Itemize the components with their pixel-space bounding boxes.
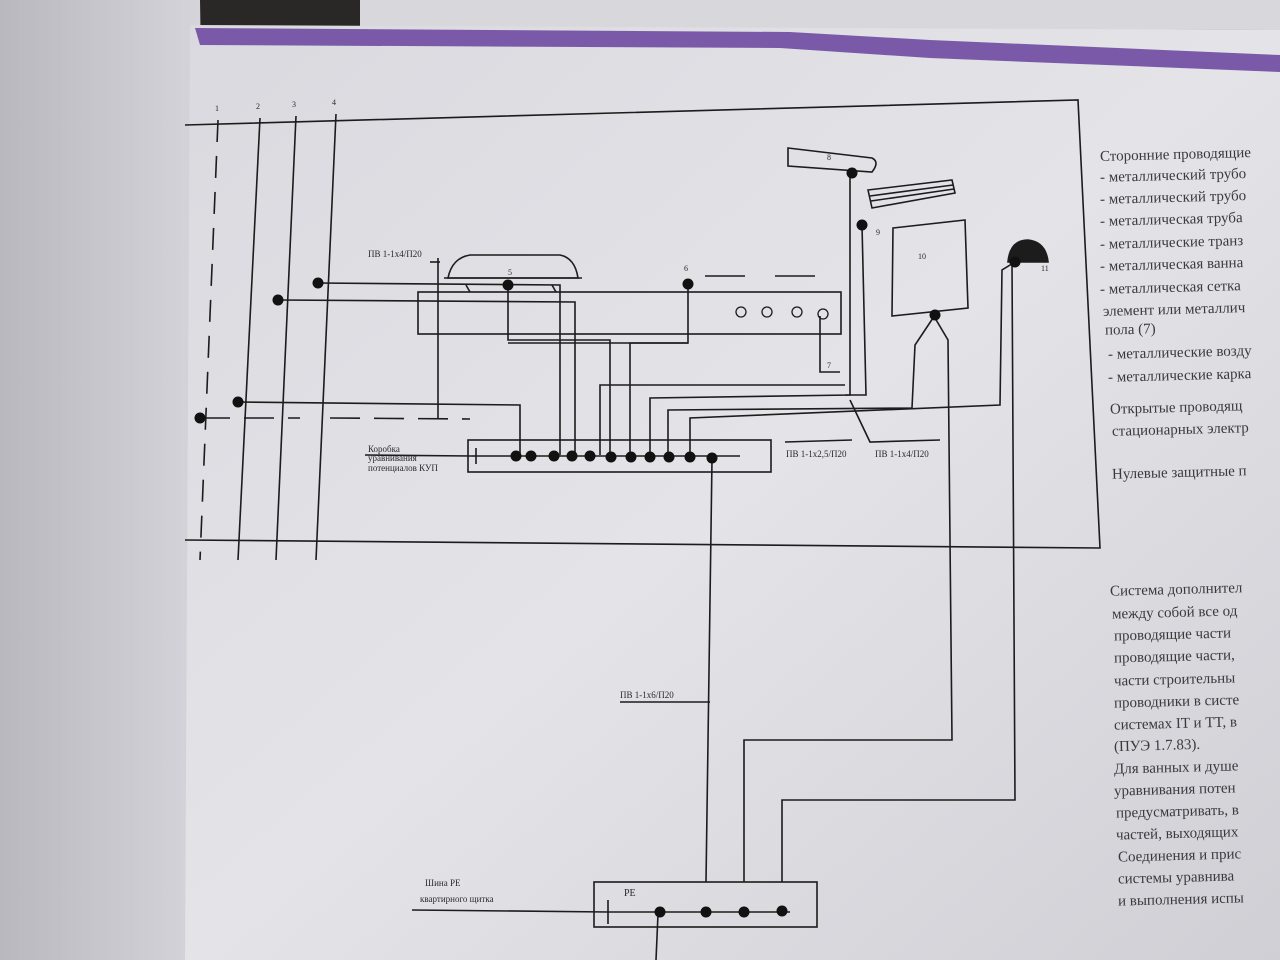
cable-label-top: ПВ 1-1х4/П20 <box>368 249 422 259</box>
wire-7b <box>599 384 845 455</box>
kup-terminal <box>605 451 617 463</box>
bus-number-4: 4 <box>332 98 336 107</box>
kup-terminal <box>706 452 718 464</box>
pe-terminal <box>776 905 788 917</box>
dot-10 <box>929 309 941 321</box>
bus-number-3: 3 <box>292 100 296 109</box>
dot-bus2 <box>232 396 244 408</box>
kup-terminal <box>663 451 675 463</box>
cable-label-25: ПВ 1-1х2,5/П20 <box>786 449 847 459</box>
pe-box <box>593 881 818 928</box>
wire-9 <box>845 224 867 396</box>
dot-6 <box>682 278 694 290</box>
kup-terminal <box>566 450 578 462</box>
bath-foot <box>465 284 471 293</box>
item-number-9: 9 <box>876 228 880 237</box>
pe-bus-label-line2: квартирного щитка <box>420 894 494 904</box>
top-document <box>360 0 1280 30</box>
dot-bus3 <box>272 294 284 306</box>
kup-terminal <box>548 450 560 462</box>
wire-bus4 <box>317 282 561 455</box>
radiator-9 <box>867 179 956 209</box>
kup-terminal <box>584 450 596 462</box>
kup-terminal <box>510 450 522 462</box>
dot-bus4 <box>312 277 324 289</box>
radiator-fin <box>870 188 955 202</box>
frame <box>184 99 1101 549</box>
kup-terminal <box>684 451 696 463</box>
diagram-lines <box>184 99 1101 960</box>
kup-leader <box>364 454 473 457</box>
wire-11-pe <box>781 263 1016 882</box>
wire-10-pe <box>743 317 953 882</box>
wire-11 <box>689 261 1016 455</box>
purple-band <box>195 28 1280 72</box>
box-10 <box>891 219 969 317</box>
shelf-holes <box>735 306 829 320</box>
hole <box>735 306 747 318</box>
dot-11 <box>1009 256 1021 268</box>
wire-bath <box>507 285 611 455</box>
kup-label-line2: уравнивания <box>368 453 417 463</box>
wire-bus1b <box>329 417 471 420</box>
shower-11 <box>1007 239 1049 263</box>
pe-terminal <box>700 906 712 918</box>
wire-8 <box>649 173 851 455</box>
wire-bus2 <box>237 401 521 455</box>
kup-terminal <box>625 451 637 463</box>
bus-1 <box>199 119 219 561</box>
kup-label-line3: потенциалов КУП <box>368 463 438 473</box>
pe-terminal <box>738 906 750 918</box>
cable-label-4-right: ПВ 1-1х4/П20 <box>875 449 929 459</box>
pe-box-label: PE <box>624 888 636 899</box>
dot-5 <box>502 279 514 291</box>
dot-9 <box>856 219 868 231</box>
hole <box>761 306 773 318</box>
radiator-fin <box>869 184 954 197</box>
item-number-5: 5 <box>508 268 512 277</box>
bus-3 <box>275 115 297 561</box>
item-number-11: 11 <box>1041 264 1049 273</box>
item-number-7: 7 <box>827 361 831 370</box>
kup-label-line1: Коробка <box>368 444 400 454</box>
bath-foot <box>551 284 557 293</box>
dot-8 <box>846 167 858 179</box>
hole <box>791 306 803 318</box>
connection-dots <box>194 167 1021 918</box>
diagram-sheet <box>185 25 1280 960</box>
pe-down <box>655 913 659 960</box>
wire-7 <box>819 316 840 373</box>
item-number-6: 6 <box>684 264 688 273</box>
item-number-8: 8 <box>827 153 831 162</box>
dot-bus1 <box>194 412 206 424</box>
bath-shelf <box>417 291 842 335</box>
item-number-10: 10 <box>918 252 926 261</box>
kup-terminal <box>525 450 537 462</box>
pe-leader <box>411 909 609 913</box>
bus-number-1: 1 <box>215 104 219 113</box>
trunk-6 <box>705 459 713 883</box>
pe-terminal <box>654 906 666 918</box>
left-page <box>0 0 215 960</box>
bus-4 <box>315 113 337 561</box>
pipe-8 <box>787 147 877 173</box>
pe-bus-label-line1: Шина PE <box>425 878 461 888</box>
bus-number-2: 2 <box>256 102 260 111</box>
bath <box>447 254 579 279</box>
cable-label-6: ПВ 1-1х6/П20 <box>620 690 674 700</box>
hole <box>817 308 829 320</box>
kup-terminal <box>644 451 656 463</box>
bus-2 <box>237 117 261 561</box>
wire-bus3 <box>277 299 576 455</box>
cable-4r-leader <box>849 399 941 443</box>
cable-25-leader <box>784 439 853 443</box>
